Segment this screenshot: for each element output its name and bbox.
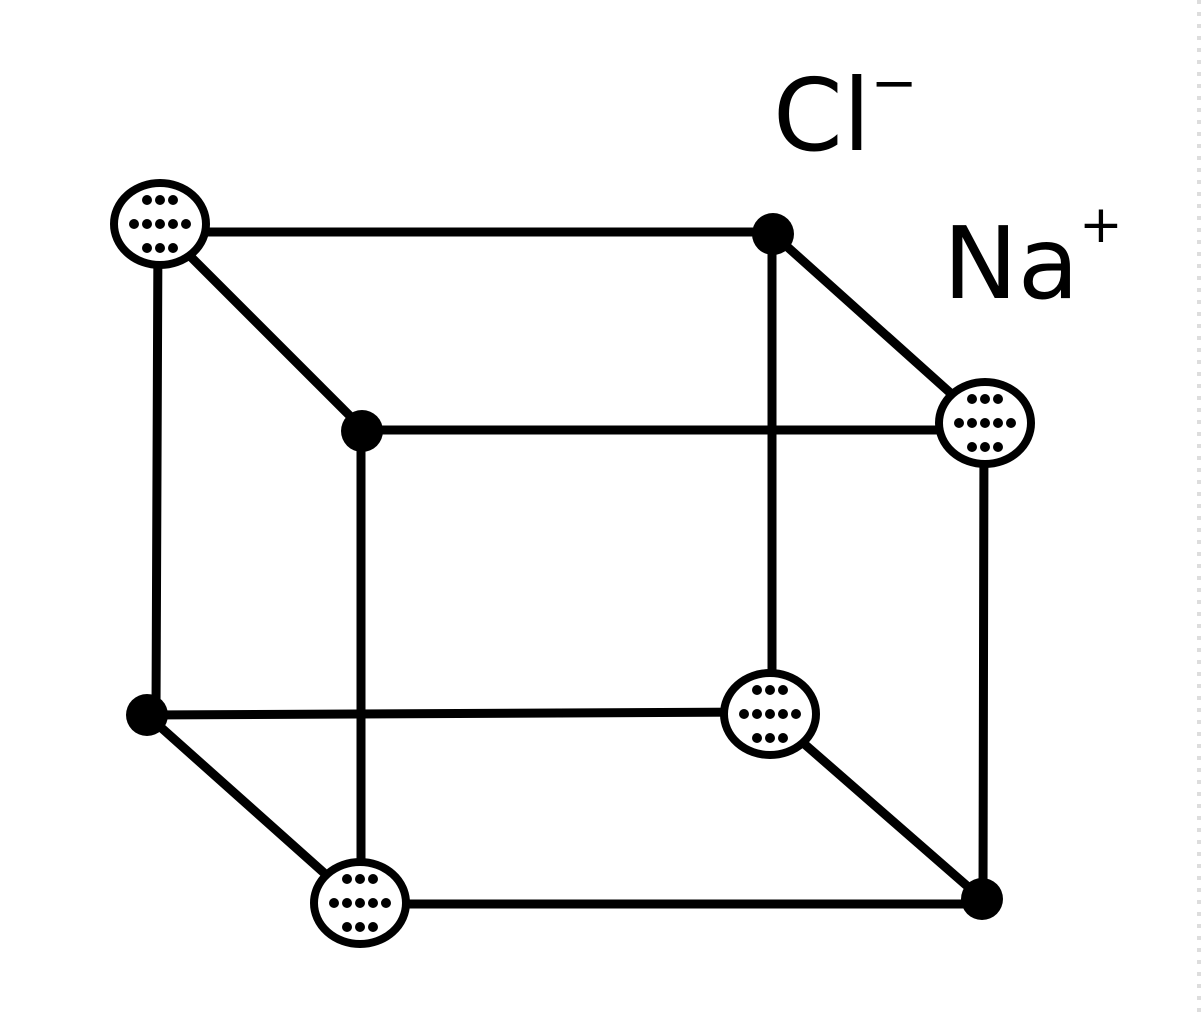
chloride-dot: [778, 685, 788, 695]
chloride-dot: [142, 219, 152, 229]
page-edge-guide: [1197, 0, 1201, 1013]
chloride-dot: [155, 243, 165, 253]
chloride-symbol: Cl: [773, 57, 871, 174]
chloride-dot: [342, 922, 352, 932]
chloride-dot: [368, 922, 378, 932]
chloride-dot: [368, 874, 378, 884]
chloride-dot: [778, 709, 788, 719]
chloride-dot: [752, 733, 762, 743]
chloride-dot: [752, 685, 762, 695]
chloride-dot: [980, 418, 990, 428]
chloride-dot: [954, 418, 964, 428]
chloride-dot: [142, 195, 152, 205]
sodium-label: Na+: [943, 195, 1123, 322]
chloride-dot: [355, 874, 365, 884]
chloride-dot: [765, 733, 775, 743]
chloride-dot: [329, 898, 339, 908]
sodium-ion: [341, 410, 383, 452]
chloride-ion: [310, 858, 410, 948]
edge-front-right: [978, 419, 989, 904]
edge-top-left-diagonal: [155, 221, 367, 433]
chloride-dot: [993, 442, 1003, 452]
chloride-charge: −: [871, 51, 918, 116]
chloride-ion: [720, 669, 820, 759]
chloride-dot: [155, 219, 165, 229]
chloride-dot: [993, 394, 1003, 404]
chloride-dot: [752, 709, 762, 719]
chloride-dot: [355, 898, 365, 908]
sodium-ion: [752, 213, 794, 255]
chloride-dot: [168, 195, 178, 205]
chloride-dot: [142, 243, 152, 253]
chloride-dot: [993, 418, 1003, 428]
chloride-label: Cl−: [773, 51, 918, 174]
chloride-ion: [935, 378, 1035, 468]
chloride-dot: [980, 442, 990, 452]
chloride-dot: [168, 219, 178, 229]
chloride-dot: [155, 195, 165, 205]
chloride-ions: [110, 179, 1035, 948]
chloride-dot: [980, 394, 990, 404]
chloride-dot: [765, 685, 775, 695]
sodium-charge: +: [1079, 195, 1123, 255]
chloride-dot: [355, 922, 365, 932]
chloride-dot: [129, 219, 139, 229]
cube-edges: [142, 221, 990, 910]
sodium-ion: [126, 694, 168, 736]
chloride-ion: [110, 179, 210, 269]
chloride-dot: [342, 898, 352, 908]
edge-back-bottom: [142, 707, 775, 720]
sodium-ions: [126, 213, 1003, 920]
chloride-dot: [967, 418, 977, 428]
sodium-symbol: Na: [943, 205, 1079, 322]
chloride-dot: [967, 394, 977, 404]
chloride-dot: [791, 709, 801, 719]
chloride-dot: [342, 874, 352, 884]
chloride-dot: [368, 898, 378, 908]
chloride-dot: [967, 442, 977, 452]
chloride-dot: [168, 243, 178, 253]
chloride-dot: [739, 709, 749, 719]
chloride-dot: [778, 733, 788, 743]
sodium-ion: [961, 878, 1003, 920]
edge-back-left: [151, 221, 163, 717]
chloride-dot: [1006, 418, 1016, 428]
chloride-dot: [765, 709, 775, 719]
chloride-dot: [381, 898, 391, 908]
chloride-dot: [181, 219, 191, 229]
